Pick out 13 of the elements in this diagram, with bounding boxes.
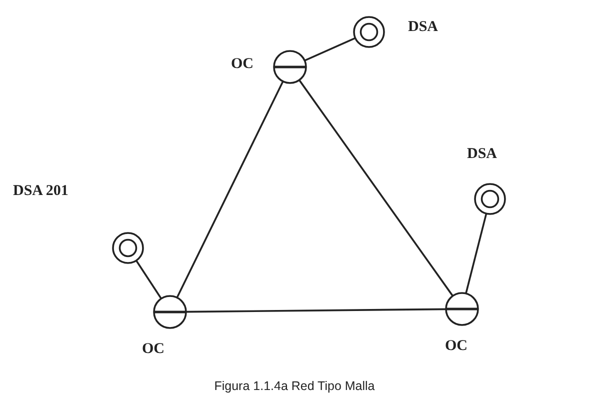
connection-line [304, 37, 356, 62]
node-label: DSA 201 [13, 183, 68, 200]
node-label: DSA [467, 146, 498, 163]
node-label: OC [142, 341, 164, 358]
connection-line [465, 213, 488, 294]
connection-line [298, 80, 454, 296]
connection-line [176, 80, 284, 298]
connection-line [135, 260, 162, 300]
node-label: OC [445, 338, 468, 355]
node-label: DSA [408, 19, 438, 36]
node-label: OC [231, 56, 254, 73]
connection-line [186, 308, 446, 313]
figure-caption: Figura 1.1.4a Red Tipo Malla [213, 379, 376, 393]
